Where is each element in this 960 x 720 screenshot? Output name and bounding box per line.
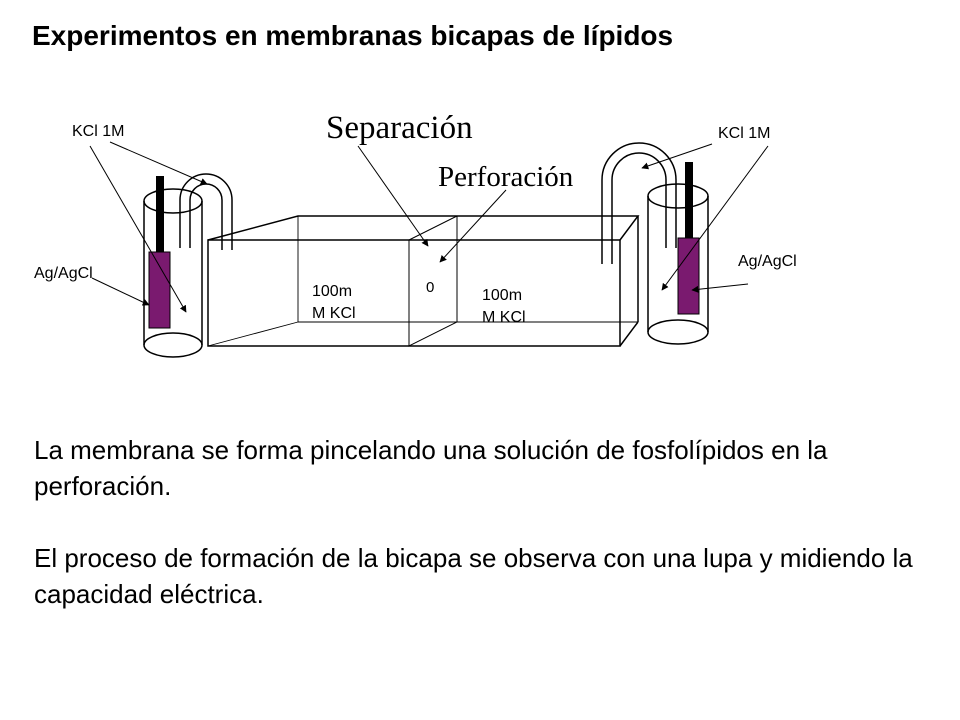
central-trough: [207, 215, 640, 347]
kcl-right-arrow-to-bridge: [641, 143, 713, 170]
leader-arrows: [89, 141, 769, 313]
right-chamber-label-line1: 100m: [482, 287, 522, 304]
left-chamber-label: 100m M KCl: [312, 283, 356, 322]
right-electrolyte-label: KCl 1M: [718, 125, 770, 142]
bilayer-setup-diagram: KCl 1M KCl 1M Ag/AgCl Ag/AgCl Separación…: [34, 110, 797, 358]
left-beaker: [143, 188, 203, 358]
perforation-arrow: [439, 189, 507, 263]
right-agcl-electrode: [677, 237, 700, 315]
kcl-left-arrow-to-bridge: [109, 141, 208, 185]
right-chamber-label: 100m M KCl: [482, 287, 526, 326]
left-electrode-label: Ag/AgCl: [34, 265, 93, 282]
paragraph-membrane-formation: La membrana se forma pincelando una solu…: [34, 435, 828, 501]
separation-wall: [408, 215, 458, 347]
right-electrode-label: Ag/AgCl: [738, 253, 797, 270]
right-electrode-rod: [685, 162, 693, 242]
right-beaker: [647, 183, 709, 345]
left-electrolyte-label: KCl 1M: [72, 123, 124, 140]
left-electrode-rod: [156, 176, 164, 256]
perforation-label: Perforación: [438, 161, 574, 193]
slide-title: Experimentos en membranas bicapas de líp…: [32, 20, 674, 51]
left-agcl-electrode: [148, 251, 171, 329]
perforation-hole-marker: 0: [426, 279, 434, 296]
separation-arrow: [357, 145, 429, 247]
paragraph-bilayer-observation: El proceso de formación de la bicapa se …: [34, 543, 913, 609]
left-chamber-label-line2: M KCl: [312, 305, 356, 322]
left-chamber-label-line1: 100m: [312, 283, 352, 300]
agcl-left-arrow: [91, 277, 150, 306]
kcl-left-arrow-to-beaker: [89, 145, 187, 313]
kcl-right-arrow-to-beaker: [661, 145, 769, 291]
right-salt-bridge: [601, 142, 677, 264]
separation-label: Separación: [326, 110, 473, 146]
agcl-right-arrow: [691, 283, 749, 293]
right-chamber-label-line2: M KCl: [482, 309, 526, 326]
